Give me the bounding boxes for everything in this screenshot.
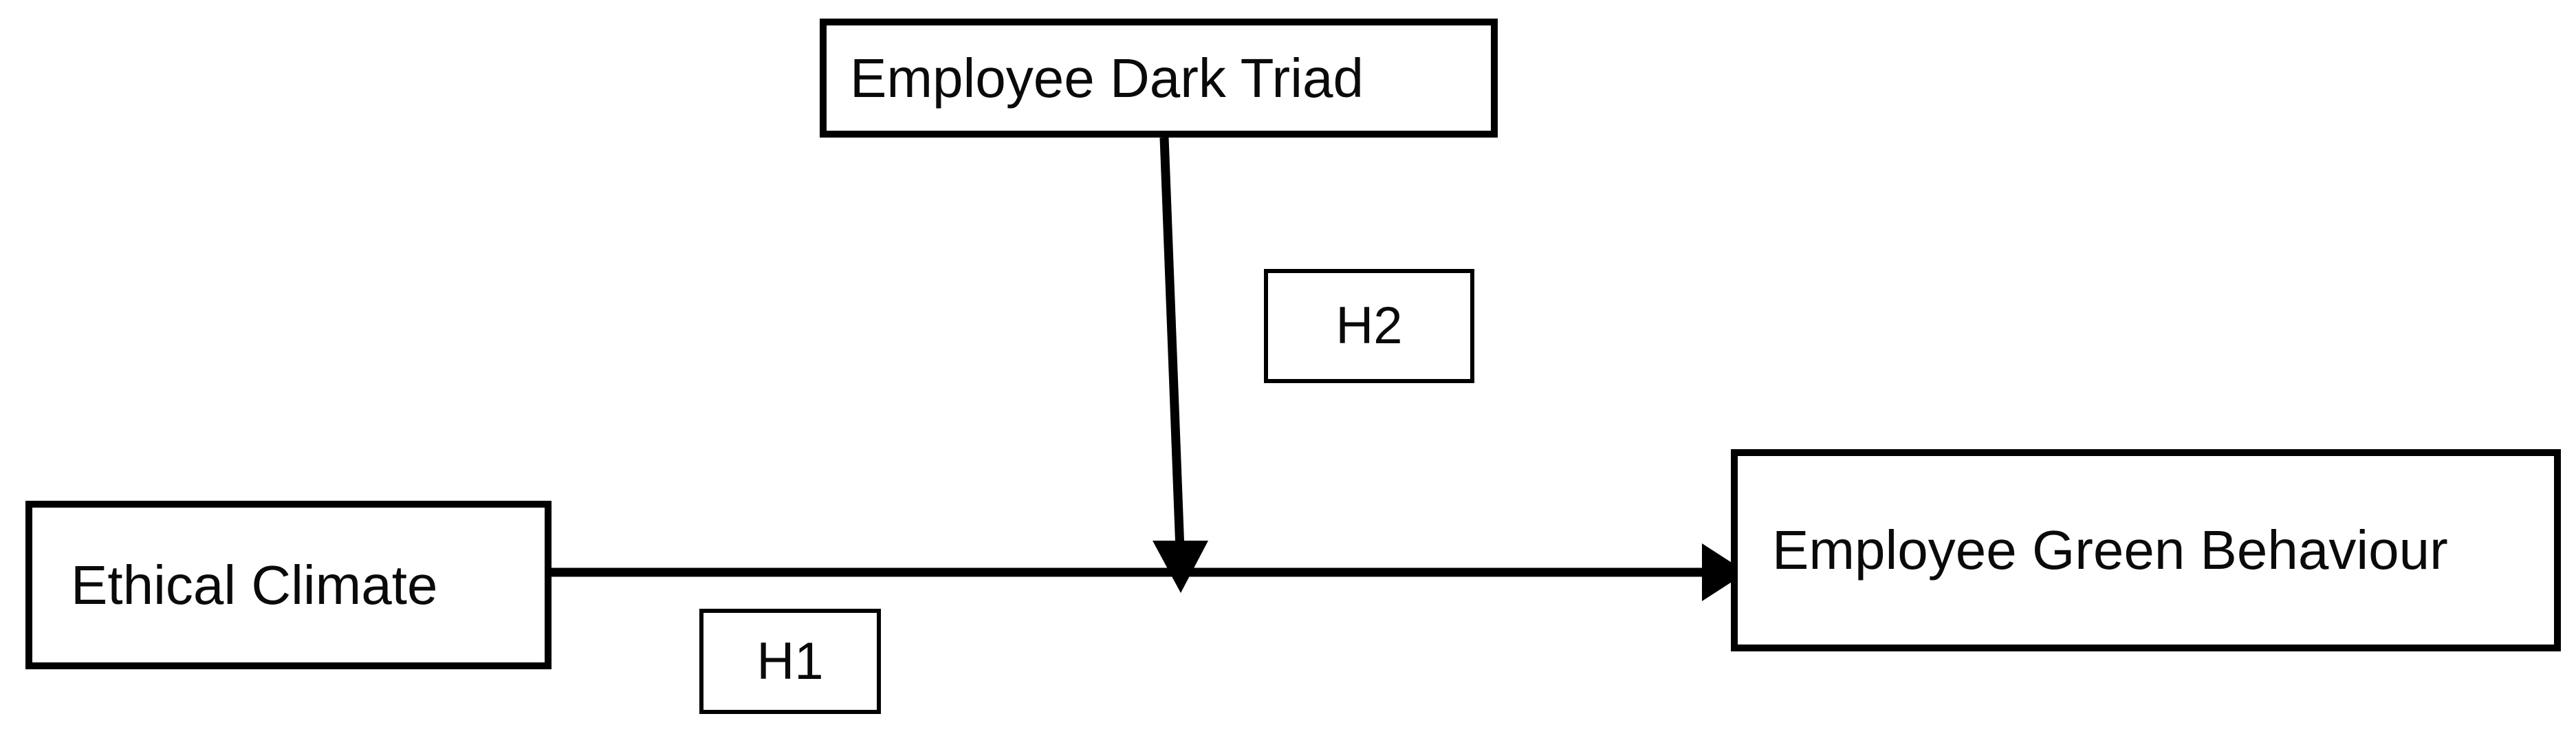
node-ethical-climate[interactable]: Ethical Climate xyxy=(25,501,552,669)
hypothesis-box-h2[interactable]: H2 xyxy=(1264,269,1474,383)
main-path-arrow xyxy=(552,543,1747,601)
hypothesis-label-h2: H2 xyxy=(1335,296,1403,355)
node-employee-dark-triad[interactable]: Employee Dark Triad xyxy=(820,19,1498,138)
hypothesis-label-h1: H1 xyxy=(756,631,824,691)
node-ethical-climate-label: Ethical Climate xyxy=(71,554,438,616)
node-employee-dark-triad-label: Employee Dark Triad xyxy=(850,47,1364,109)
node-employee-green-behaviour-label: Employee Green Behaviour xyxy=(1772,519,2448,581)
moderation-arrow xyxy=(1153,137,1208,593)
hypothesis-box-h1[interactable]: H1 xyxy=(699,609,881,714)
main-path-arrowhead xyxy=(1702,543,1747,601)
moderation-arrow-line xyxy=(1159,137,1185,551)
node-employee-green-behaviour[interactable]: Employee Green Behaviour xyxy=(1731,449,2561,651)
moderation-arrowhead xyxy=(1153,541,1208,593)
